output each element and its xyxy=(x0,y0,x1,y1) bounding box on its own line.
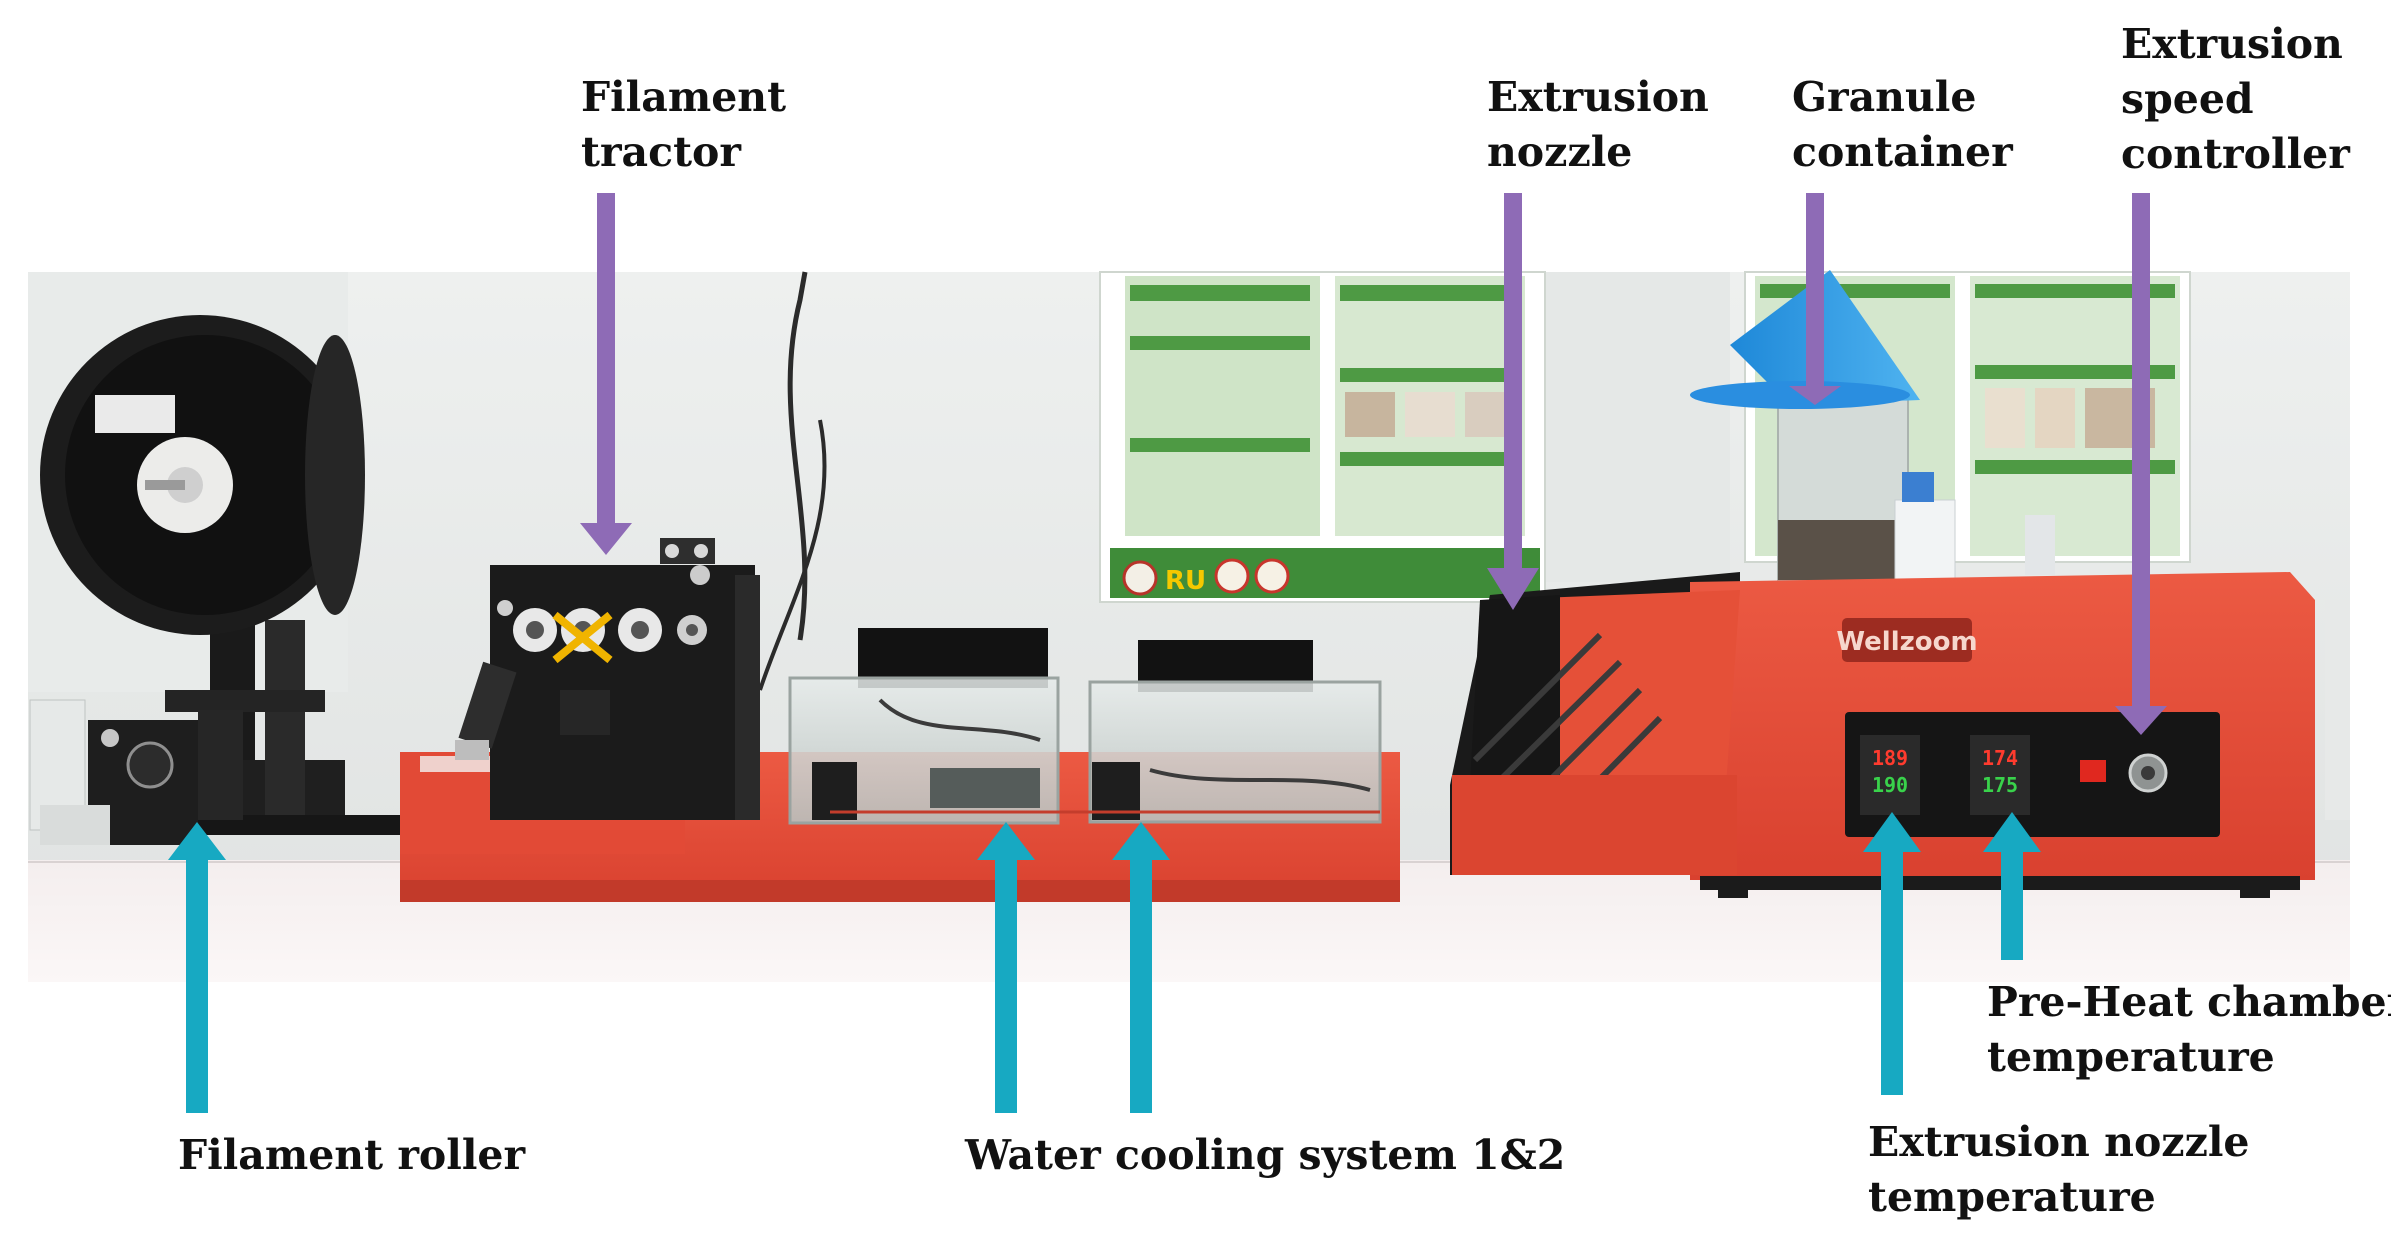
arrow-filament-roller xyxy=(168,822,226,1113)
photo: RU xyxy=(28,270,2350,982)
label-line: Filament roller xyxy=(178,1131,526,1179)
label-line: Extrusion nozzle xyxy=(1868,1118,2250,1166)
label-granule-container: Granule container xyxy=(1792,70,2013,180)
label-line: Pre-Heat chamber xyxy=(1987,978,2391,1026)
arrows-top xyxy=(580,193,2167,735)
wall-poster-left: RU xyxy=(1099,271,1546,603)
label-line: temperature xyxy=(1868,1173,2156,1221)
label-line: container xyxy=(1792,128,2013,176)
label-line: nozzle xyxy=(1487,128,1633,176)
label-line: Granule xyxy=(1792,73,1977,121)
filament-roller-device xyxy=(29,315,400,845)
arrow-extrusion-nozzle xyxy=(1487,193,1539,610)
label-water-cooling: Water cooling system 1&2 xyxy=(965,1128,1565,1183)
arrow-filament-tractor xyxy=(580,193,632,555)
label-line: Filament xyxy=(581,73,787,121)
label-extrusion-nozzle: Extrusion nozzle xyxy=(1487,70,1709,180)
water-tank-1 xyxy=(788,628,1060,825)
arrows-bottom xyxy=(168,812,2041,1113)
filament-tractor-device xyxy=(400,538,1400,902)
label-filament-tractor: Filament tractor xyxy=(581,70,786,180)
label-line: tractor xyxy=(581,128,741,176)
poster-logo-text: RU xyxy=(1165,566,1206,596)
arrow-granule-container xyxy=(1789,193,1841,405)
label-preheat-temperature: Pre-Heat chamber temperature xyxy=(1987,975,2391,1085)
nozzle-controller-readout-1: 189 xyxy=(1872,746,1908,770)
label-nozzle-temperature: Extrusion nozzle temperature xyxy=(1868,1115,2250,1225)
label-line: Extrusion xyxy=(2121,20,2343,68)
label-line: speed xyxy=(2121,75,2254,123)
label-filament-roller: Filament roller xyxy=(178,1128,525,1183)
water-tank-2 xyxy=(1088,640,1382,824)
arrow-extrusion-speed-controller xyxy=(2115,193,2167,735)
arrow-preheat-temperature xyxy=(1983,812,2041,960)
label-line: Extrusion xyxy=(1487,73,1709,121)
label-line: Water cooling system 1&2 xyxy=(965,1131,1566,1179)
preheat-controller-readout-1: 174 xyxy=(1982,746,2018,770)
brand-label: Wellzoom xyxy=(1836,627,1977,657)
arrow-nozzle-temperature xyxy=(1863,812,1921,1095)
arrow-water-cooling-1 xyxy=(977,822,1035,1113)
label-extrusion-speed-controller: Extrusion speed controller xyxy=(2121,17,2350,182)
arrow-water-cooling-2 xyxy=(1112,822,1170,1113)
preheat-controller-readout-2: 175 xyxy=(1982,773,2018,797)
label-line: controller xyxy=(2121,130,2350,178)
nozzle-controller-readout-2: 190 xyxy=(1872,773,1908,797)
label-line: temperature xyxy=(1987,1033,2275,1081)
extruder-machine: Wellzoom 189 190 174 175 xyxy=(1450,270,2315,898)
